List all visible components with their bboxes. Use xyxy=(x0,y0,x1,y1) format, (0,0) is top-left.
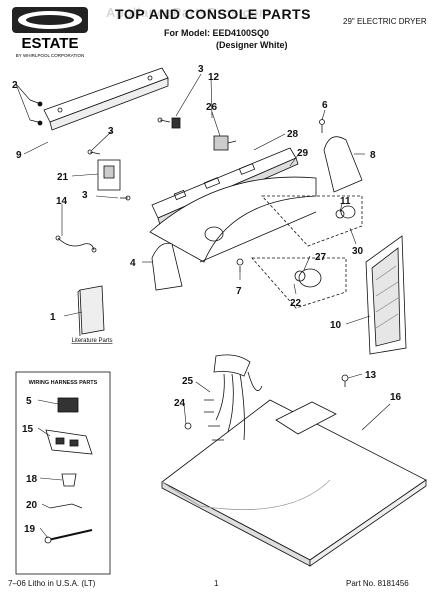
callout-9: 9 xyxy=(16,150,22,161)
callout-5: 5 xyxy=(26,396,32,407)
part-27-knob xyxy=(251,257,347,309)
callout-21: 21 xyxy=(57,172,69,183)
callout-19: 19 xyxy=(24,524,36,535)
part-6-screw xyxy=(319,119,325,133)
footer-page: 1 xyxy=(214,579,219,588)
part-16-top xyxy=(161,399,427,567)
callout-28: 28 xyxy=(287,129,299,140)
part-30-group xyxy=(261,195,363,247)
part-15-harness-block xyxy=(45,429,93,455)
part-12-clip xyxy=(171,117,181,129)
part-9-console-back xyxy=(43,67,169,131)
watermark: AppliancePartsPros.com xyxy=(106,5,271,20)
callout-14: 14 xyxy=(56,196,68,207)
callout-30: 30 xyxy=(352,246,364,257)
part-13-screw xyxy=(341,374,349,387)
part-21-timer xyxy=(97,159,121,191)
brand-sub: BY WHIRLPOOL CORPORATION xyxy=(16,53,84,58)
part-2-screws xyxy=(29,99,43,126)
callout-27: 27 xyxy=(315,252,327,263)
callout-20: 20 xyxy=(26,500,38,511)
callout-26: 26 xyxy=(206,102,218,113)
part-18-clip xyxy=(61,473,77,487)
callout-22: 22 xyxy=(290,298,302,309)
literature-label: Literature Parts xyxy=(71,338,112,344)
callout-1: 1 xyxy=(50,312,56,323)
part-5-connector xyxy=(57,397,79,413)
product-label: 29" ELECTRIC DRYER xyxy=(343,17,427,26)
callout-29: 29 xyxy=(297,148,309,159)
part-14-wire xyxy=(55,235,97,253)
callout-24: 24 xyxy=(174,398,186,409)
estate-logo: ESTATE BY WHIRLPOOL CORPORATION xyxy=(8,4,92,62)
part-11-knob xyxy=(335,205,356,219)
callout-4: 4 xyxy=(130,258,136,269)
callout-2: 2 xyxy=(12,80,18,91)
footer-litho: 7–06 Litho in U.S.A. (LT) xyxy=(8,579,96,588)
callout-3a: 3 xyxy=(198,64,204,75)
part-7-screw xyxy=(236,258,244,272)
callout-11: 11 xyxy=(340,196,351,207)
callout-8: 8 xyxy=(370,150,376,161)
callout-25: 25 xyxy=(182,376,194,387)
callout-18: 18 xyxy=(26,474,38,485)
part-1-literature xyxy=(77,285,105,337)
callout-3c: 3 xyxy=(82,190,88,201)
part-10-lint-screen xyxy=(365,235,407,355)
footer-part-no: Part No. 8181456 xyxy=(346,579,409,588)
part-8-end-cap xyxy=(323,136,363,193)
brand-name: ESTATE xyxy=(22,35,79,52)
callout-6: 6 xyxy=(322,100,328,111)
model-line: For Model: EED4100SQ0 xyxy=(164,28,270,38)
leader-lines xyxy=(15,73,391,539)
callout-10: 10 xyxy=(330,320,342,331)
part-29-console xyxy=(149,176,317,263)
callout-12: 12 xyxy=(208,72,220,83)
part-3-screws xyxy=(87,117,171,201)
harness-panel-title: WIRING HARNESS PARTS xyxy=(29,380,98,386)
model-variant: (Designer White) xyxy=(216,40,288,50)
page-title: TOP AND CONSOLE PARTS xyxy=(115,6,311,22)
callout-13: 13 xyxy=(365,370,377,381)
part-20-terminal xyxy=(49,503,83,509)
part-4-end-cap xyxy=(151,242,183,291)
part-25-harness xyxy=(204,354,263,441)
part-26-switch xyxy=(213,135,237,151)
callout-15: 15 xyxy=(22,424,34,435)
part-19-tie xyxy=(47,529,93,541)
wiring-harness-panel xyxy=(15,371,111,575)
callout-7: 7 xyxy=(236,286,242,297)
callout-16: 16 xyxy=(390,392,402,403)
callout-3b: 3 xyxy=(108,126,114,137)
